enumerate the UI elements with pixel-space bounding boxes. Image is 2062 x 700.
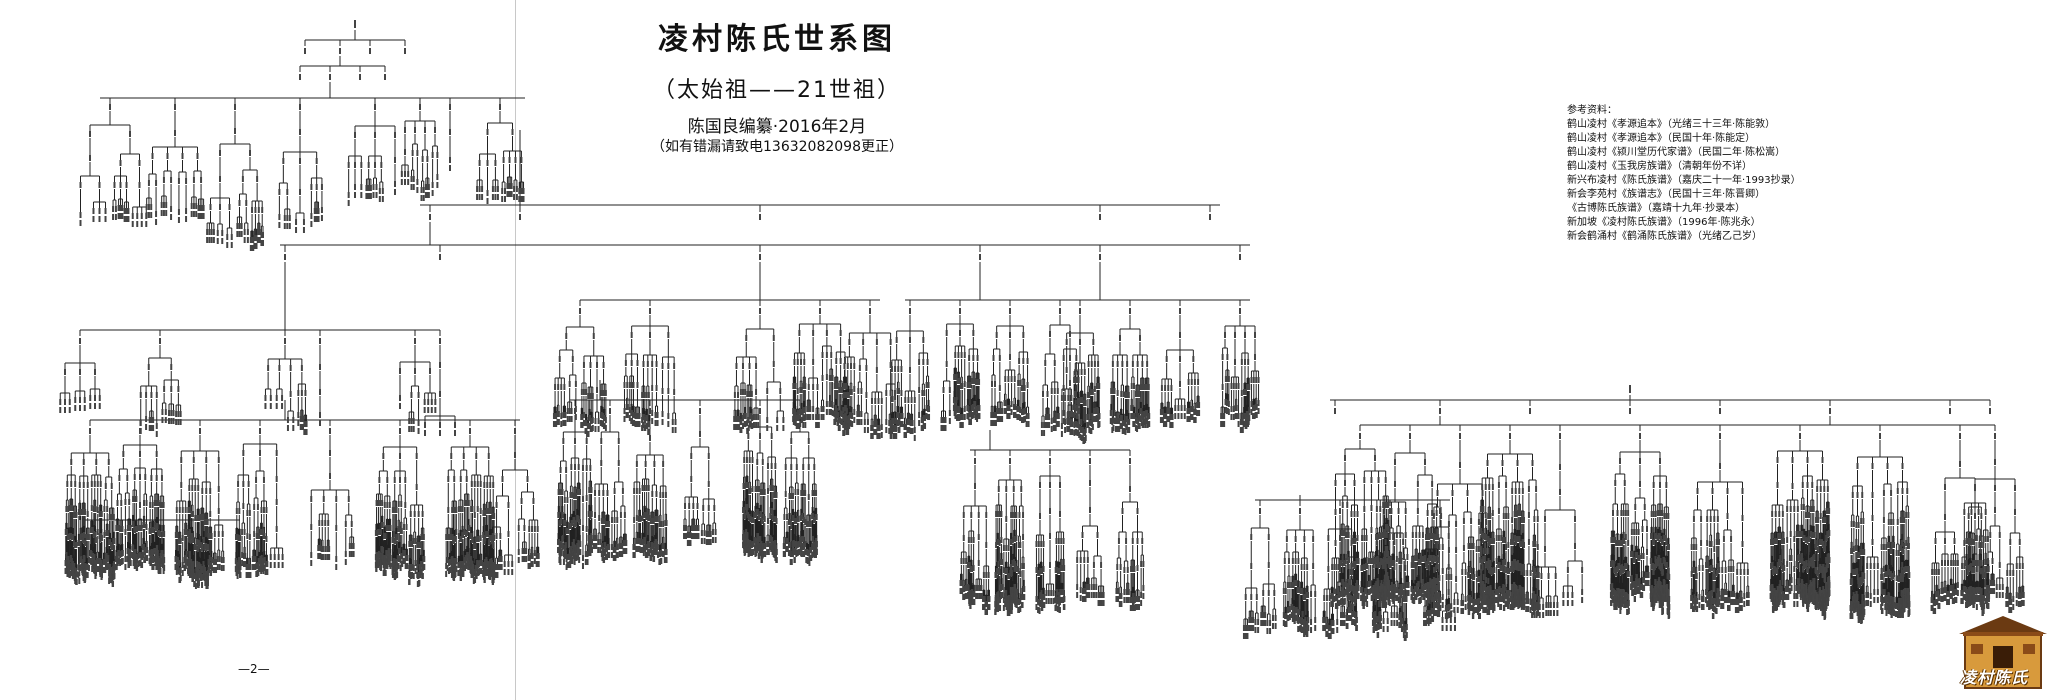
reference-item: 鹤山凌村《玉我房族谱》（清朝年份不详） [1567, 160, 1801, 174]
correction-notice: （如有错漏请致电13632082098更正） [0, 136, 1554, 156]
reference-item: 新加坡《凌村陈氏族谱》（1996年·陈兆永） [1567, 216, 1801, 230]
reference-item: 鹤山凌村《孝源追本》（民国十年·陈能定） [1567, 132, 1801, 146]
compiler-line: 陈国良编纂·2016年2月 [0, 112, 1554, 137]
page-subtitle: （太始祖——21世祖） [0, 72, 1554, 104]
reference-item: 新会鹤涌村《鹤涌陈氏族谱》（光绪乙己岁） [1567, 230, 1801, 244]
reference-item: 新兴布凌村《陈氏族谱》（嘉庆二十一年·1993抄录） [1567, 174, 1801, 188]
page-title: 凌村陈氏世系图 [0, 14, 1554, 58]
reference-item: 鹤山凌村《颍川堂历代家谱》（民国二年·陈松嵩） [1567, 146, 1801, 160]
reference-item: 《古博陈氏族谱》（嘉靖十九年·抄录本） [1567, 202, 1801, 216]
reference-item: 新会李苑村《族谱志》（民国十三年·陈晋卿） [1567, 188, 1801, 202]
reference-item: 鹤山凌村《孝源追本》（光绪三十三年·陈能敦） [1567, 118, 1801, 132]
page-divider [515, 0, 516, 700]
references-heading: 参考资料： [1567, 104, 1801, 118]
references-block: 参考资料： 鹤山凌村《孝源追本》（光绪三十三年·陈能敦） 鹤山凌村《孝源追本》（… [1567, 104, 1801, 244]
